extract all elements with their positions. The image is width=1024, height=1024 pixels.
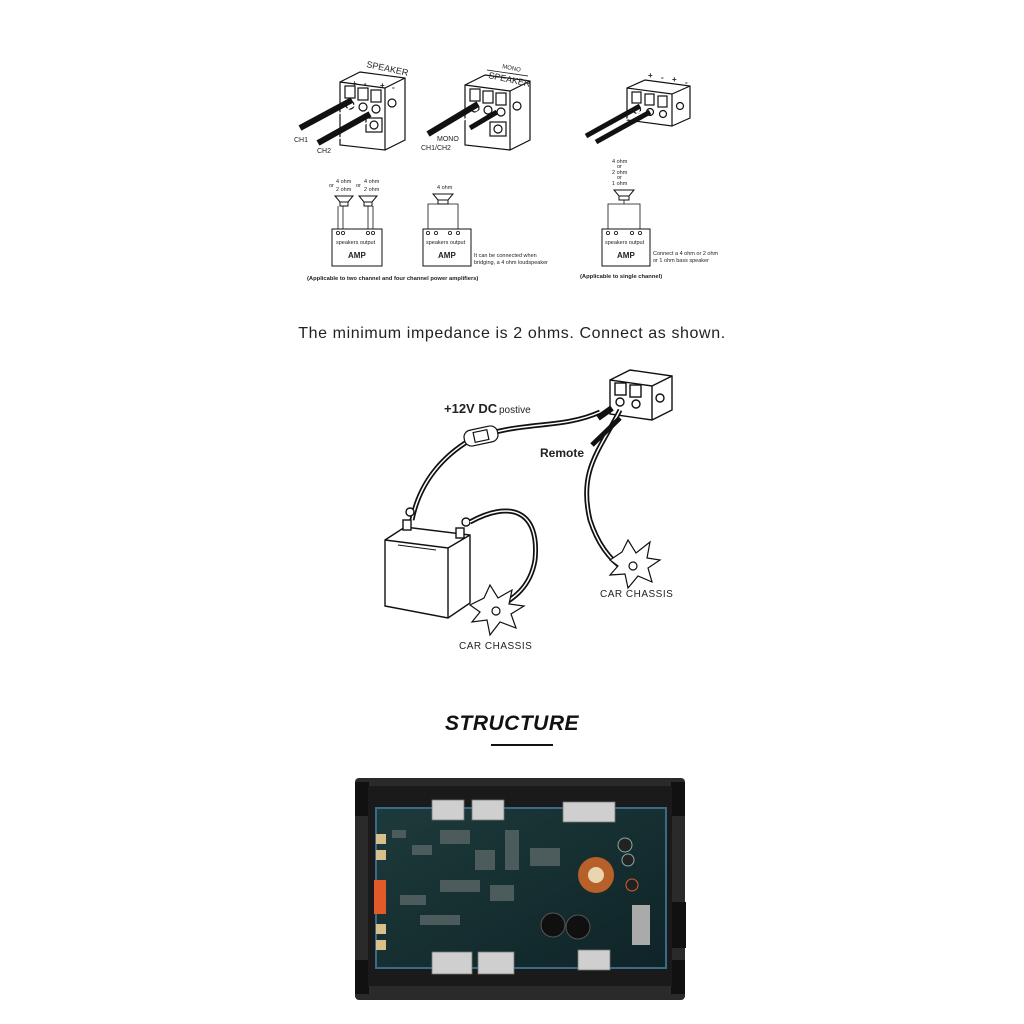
car-chassis-right-label: CAR CHASSIS bbox=[600, 589, 673, 600]
stereo-note: (Applicable to two channel and four chan… bbox=[307, 276, 478, 282]
structure-title: STRUCTURE bbox=[445, 712, 579, 735]
ch2-label: CH2 bbox=[317, 148, 331, 155]
stereo-terminal-block bbox=[339, 71, 406, 151]
box-label: speakers output bbox=[605, 240, 645, 246]
mono-top-label: MONO bbox=[502, 64, 522, 74]
impedance-or: or bbox=[356, 183, 361, 189]
impedance-caption: The minimum impedance is 2 ohms. Connect… bbox=[298, 325, 726, 342]
amp-power-terminal bbox=[609, 369, 673, 421]
mono-terminal-block bbox=[464, 74, 531, 151]
mono-channel-label: CH1/CH2 bbox=[421, 145, 451, 152]
single-cables bbox=[584, 103, 652, 145]
speaker-icon bbox=[612, 189, 636, 201]
car-chassis-right-icon bbox=[608, 538, 662, 590]
polarity-minus: - bbox=[661, 73, 664, 82]
polarity-plus: + bbox=[352, 79, 357, 88]
single-note: Connect a 4 ohm or 2 ohm bbox=[653, 251, 719, 257]
single-note: or 1 ohm bass speaker bbox=[653, 258, 709, 264]
impedance-label: 4 ohm bbox=[437, 185, 453, 191]
positive-label: postive bbox=[499, 405, 531, 416]
impedance-label: 2 ohm bbox=[612, 170, 628, 176]
amp-label: AMP bbox=[438, 251, 456, 260]
car-chassis-left-icon bbox=[468, 583, 526, 637]
amplifier-structure-image bbox=[355, 778, 686, 1000]
speaker-icon bbox=[431, 193, 455, 205]
fuse-holder bbox=[463, 425, 499, 447]
impedance-or: or bbox=[617, 175, 622, 181]
car-chassis-left-label: CAR CHASSIS bbox=[459, 641, 532, 652]
single-amp-diagram: 4 ohm or 2 ohm or 1 ohm speakers output … bbox=[580, 159, 719, 280]
ground-cable bbox=[468, 508, 539, 611]
impedance-label: 4 ohm bbox=[612, 159, 628, 165]
positive-cable bbox=[409, 409, 602, 521]
polarity-plus: + bbox=[672, 75, 677, 84]
ch1-label: CH1 bbox=[294, 137, 308, 144]
polarity-plus: + bbox=[648, 71, 653, 80]
polarity-minus: - bbox=[392, 83, 395, 92]
impedance-or: or bbox=[329, 183, 334, 189]
polarity-minus: - bbox=[685, 78, 688, 87]
mono-note: bridging, a 4 ohm loudspeaker bbox=[474, 260, 548, 266]
remote-cable bbox=[584, 405, 627, 573]
mono-cables bbox=[426, 101, 499, 140]
stereo-cables bbox=[298, 97, 373, 149]
structure-underline bbox=[491, 744, 553, 746]
impedance-or: or bbox=[617, 164, 622, 170]
impedance-label: 2 ohm bbox=[364, 187, 380, 193]
impedance-label: 4 ohm bbox=[336, 179, 352, 185]
speaker-icon bbox=[333, 195, 379, 207]
mono-note: It can be connected when bbox=[474, 253, 537, 259]
amp-label: AMP bbox=[348, 251, 366, 260]
single-note: (Applicable to single channel) bbox=[580, 274, 662, 280]
impedance-label: 2 ohm bbox=[336, 187, 352, 193]
battery-icon bbox=[384, 507, 471, 619]
impedance-label: 4 ohm bbox=[364, 179, 380, 185]
impedance-label: 1 ohm bbox=[612, 181, 628, 187]
mono-amp-diagram: 4 ohm speakers output AMP It can be conn… bbox=[422, 185, 548, 267]
polarity-minus: - bbox=[364, 79, 367, 88]
mono-label: MONO bbox=[437, 136, 459, 143]
amp-label: AMP bbox=[617, 251, 635, 260]
box-label: speakers output bbox=[426, 240, 466, 246]
remote-label: Remote bbox=[540, 446, 584, 460]
polarity-plus: + bbox=[380, 81, 385, 90]
box-label: speakers output bbox=[336, 240, 376, 246]
stereo-amp-diagram: 4 ohm or 2 ohm 4 ohm or 2 ohm speakers o… bbox=[307, 179, 478, 282]
plus12v-label: +12V DC bbox=[444, 401, 498, 416]
